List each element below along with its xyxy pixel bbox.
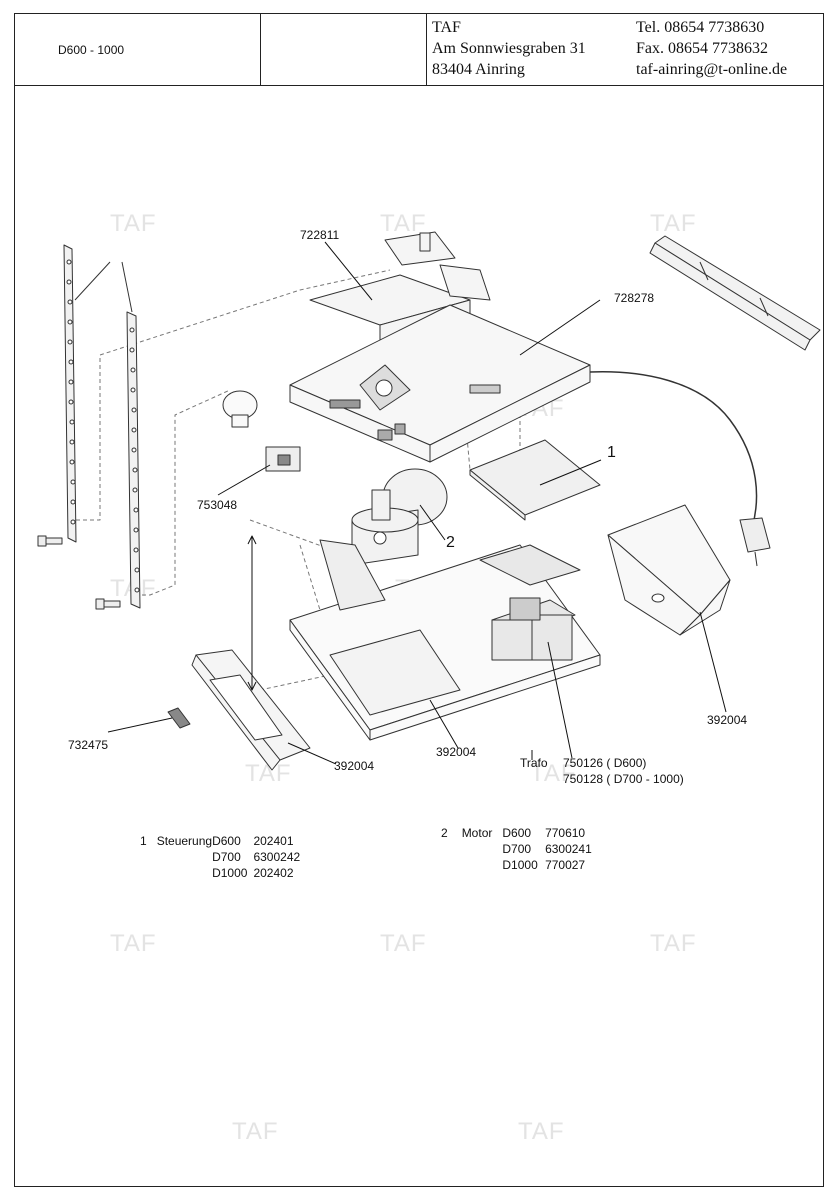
part-name: Steuerung — [156, 834, 213, 848]
part-cell: 770027 — [545, 858, 586, 872]
watermark: TAF — [380, 930, 427, 957]
callout-732475: 732475 — [68, 738, 109, 752]
front-cover — [191, 649, 311, 771]
parts-list-motor: 2 Motor D600 770610 D700 6300241 D1000 7… — [441, 825, 598, 873]
model-cell: D700 — [212, 850, 241, 864]
bolt-right — [95, 598, 121, 610]
company-address: TAF Am Sonnwiesgraben 31 83404 Ainring — [432, 17, 586, 80]
company-tel: Tel. 08654 7738630 — [636, 19, 765, 36]
page-frame — [14, 13, 824, 1187]
model-title: D600 - 1000 — [58, 43, 125, 57]
empty-cell — [261, 13, 427, 85]
motor — [351, 468, 448, 566]
watermark: TAF — [110, 930, 157, 957]
perforated-rail-left — [63, 244, 77, 543]
callout-trafo-d700: 750128 ( D700 - 1000) — [563, 772, 684, 786]
callout-392004-base: 392004 — [436, 745, 477, 759]
leader-lines — [107, 241, 727, 765]
header: D600 - 1000 TAF Am Sonnwiesgraben 31 834… — [14, 13, 824, 86]
assembly-guide-lines — [76, 269, 521, 691]
guide-rail-top-right — [649, 235, 821, 351]
part-number: 2 — [441, 826, 448, 840]
model-cell: D600 - 1000 — [14, 13, 261, 85]
company-street: Am Sonnwiesgraben 31 — [432, 40, 586, 57]
chassis-plate — [289, 304, 591, 463]
lamp-socket — [265, 446, 301, 472]
callout-trafo: Trafo — [520, 756, 548, 770]
model-cell: D700 — [502, 842, 532, 856]
watermark: TAF — [530, 760, 577, 787]
watermark: TAF — [110, 210, 157, 237]
callout-392004-front: 392004 — [334, 759, 375, 773]
bolt-left — [37, 535, 63, 547]
company-city: 83404 Ainring — [432, 61, 525, 78]
model-cell: D1000 — [502, 858, 538, 872]
part-name: Motor — [461, 826, 493, 840]
company-fax: Fax. 08654 7738632 — [636, 40, 768, 57]
company-name: TAF — [432, 19, 461, 36]
transformer — [479, 544, 581, 661]
power-plug — [739, 517, 771, 567]
callout-753048: 753048 — [197, 498, 238, 512]
height-arrow — [247, 535, 257, 691]
perforated-rail-right — [126, 311, 141, 609]
part-cell: 6300242 — [253, 850, 301, 864]
company-email: taf-ainring@t-online.de — [636, 61, 788, 78]
power-cord — [589, 371, 758, 529]
parts-list-steuerung: 1 Steuerung D600 202401 D700 6300242 D10… — [140, 833, 306, 881]
lamp — [222, 390, 258, 428]
light-lens — [167, 707, 191, 729]
callout-trafo-d600: 750126 ( D600) — [563, 756, 647, 770]
part-cell: 202402 — [253, 866, 294, 880]
watermark: TAF — [518, 1118, 565, 1145]
part-cell: 202401 — [253, 834, 294, 848]
model-cell: D1000 — [212, 866, 248, 880]
part-cell: 770610 — [545, 826, 586, 840]
cover-box — [607, 504, 731, 636]
callout-1: 1 — [607, 444, 616, 461]
model-cell: D600 — [212, 834, 241, 848]
part-number: 1 — [140, 834, 147, 848]
part-cell: 6300241 — [545, 842, 592, 856]
callout-2: 2 — [446, 534, 455, 551]
base-housing — [289, 539, 601, 741]
callout-722811: 722811 — [300, 228, 340, 242]
watermark: TAF — [232, 1118, 279, 1145]
callout-728278: 728278 — [614, 291, 655, 305]
company-contact: Tel. 08654 7738630 Fax. 08654 7738632 ta… — [636, 17, 787, 80]
control-board — [469, 439, 601, 521]
watermark: TAF — [380, 210, 427, 237]
watermark: TAF — [650, 930, 697, 957]
callout-392004-cover: 392004 — [707, 713, 748, 727]
watermark: TAF — [650, 210, 697, 237]
model-cell: D600 — [502, 826, 532, 840]
